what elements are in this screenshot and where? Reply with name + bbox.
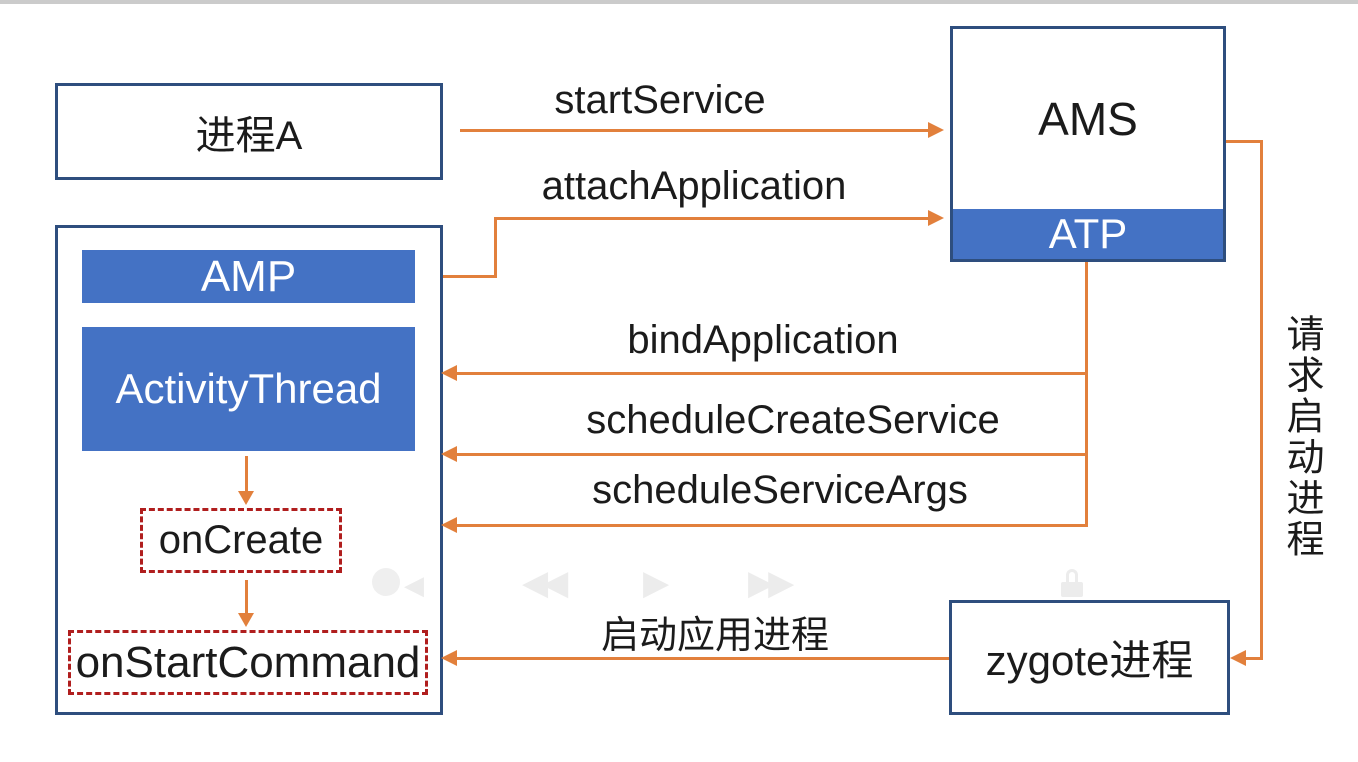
attach-application-elbow-h bbox=[443, 275, 496, 278]
ams-box: AMS ATP bbox=[950, 26, 1226, 262]
oncreate-to-onstartcommand-line bbox=[245, 580, 248, 614]
rewind-icon: ◀◀ bbox=[522, 564, 568, 602]
process-a-label: 进程A bbox=[195, 113, 303, 158]
ams-label-area: AMS bbox=[953, 29, 1223, 209]
play-icon: ▶ bbox=[643, 564, 670, 602]
start-service-arrowhead bbox=[928, 122, 944, 138]
start-service-label: startService bbox=[554, 78, 766, 122]
fast-forward-icon: ▶▶ bbox=[748, 564, 794, 602]
activity-thread-to-oncreate-line bbox=[245, 456, 248, 492]
start-service-arrow-line bbox=[460, 129, 930, 132]
bind-application-label: bindApplication bbox=[627, 318, 899, 362]
on-start-command-box: onStartCommand bbox=[68, 630, 428, 695]
attach-application-arrowhead bbox=[928, 210, 944, 226]
top-border-strip bbox=[0, 0, 1358, 4]
atp-bar: ATP bbox=[953, 209, 1223, 259]
start-app-process-arrowhead bbox=[441, 650, 457, 666]
schedule-service-args-arrow-line bbox=[455, 524, 1088, 527]
request-start-elbow-top bbox=[1226, 140, 1263, 143]
atp-label: ATP bbox=[1048, 210, 1128, 257]
activity-thread-bar: ActivityThread bbox=[82, 327, 415, 451]
schedule-create-service-label: scheduleCreateService bbox=[586, 398, 1000, 442]
ams-label: AMS bbox=[1038, 93, 1138, 145]
atp-drop-line bbox=[1085, 262, 1088, 527]
bind-application-arrow-line bbox=[455, 372, 1088, 375]
schedule-create-service-arrow-line bbox=[455, 453, 1088, 456]
start-app-process-arrow-line bbox=[455, 657, 949, 660]
schedule-create-service-arrowhead bbox=[441, 446, 457, 462]
activity-thread-label: ActivityThread bbox=[115, 365, 382, 412]
request-start-arrowhead bbox=[1230, 650, 1246, 666]
oncreate-to-onstartcommand-arrowhead bbox=[238, 613, 254, 627]
on-create-label: onCreate bbox=[158, 518, 324, 562]
zygote-box: zygote进程 bbox=[949, 600, 1230, 715]
bind-application-arrowhead bbox=[441, 365, 457, 381]
amp-label: AMP bbox=[200, 251, 297, 301]
amp-bar: AMP bbox=[82, 250, 415, 303]
on-start-command-label: onStartCommand bbox=[75, 637, 421, 687]
attach-application-label: attachApplication bbox=[541, 164, 847, 208]
schedule-service-args-arrowhead bbox=[441, 517, 457, 533]
on-create-box: onCreate bbox=[140, 508, 342, 573]
request-start-line-v bbox=[1260, 140, 1263, 660]
activity-thread-to-oncreate-arrowhead bbox=[238, 491, 254, 505]
speaker-icon: ◀ bbox=[404, 570, 424, 600]
zygote-label: zygote进程 bbox=[985, 637, 1194, 684]
request-start-process-label: 请求启动进程 bbox=[1280, 314, 1322, 560]
schedule-service-args-label: scheduleServiceArgs bbox=[592, 468, 968, 512]
start-app-process-label: 启动应用进程 bbox=[600, 615, 829, 657]
volume-icon bbox=[372, 568, 400, 596]
request-start-elbow-bottom bbox=[1242, 657, 1263, 660]
process-a-box: 进程A bbox=[55, 83, 443, 180]
lock-icon bbox=[1066, 569, 1078, 583]
attach-application-arrow-line bbox=[494, 217, 930, 220]
attach-application-elbow-v bbox=[494, 219, 497, 278]
lock-icon-body bbox=[1061, 582, 1083, 597]
